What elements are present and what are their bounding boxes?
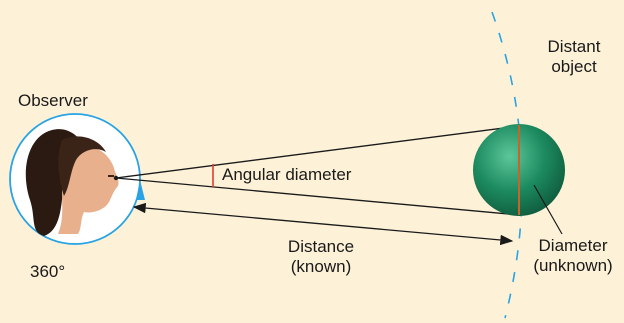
distant-object-label: Distant object xyxy=(536,37,612,77)
diameter-label-line1: Diameter xyxy=(526,236,620,256)
distant-object-label-line2: object xyxy=(536,57,612,77)
observer-label: Observer xyxy=(18,91,88,111)
distance-arrow xyxy=(134,207,512,241)
diameter-label: Diameter (unknown) xyxy=(526,236,620,276)
distance-label-line1: Distance xyxy=(262,237,380,257)
distance-label-line2: (known) xyxy=(262,257,380,277)
angular-diameter-label: Angular diameter xyxy=(222,165,351,185)
distance-label: Distance (known) xyxy=(262,237,380,277)
full-circle-label: 360° xyxy=(30,262,65,282)
diameter-label-line2: (unknown) xyxy=(526,256,620,276)
distant-object-label-line1: Distant xyxy=(536,37,612,57)
